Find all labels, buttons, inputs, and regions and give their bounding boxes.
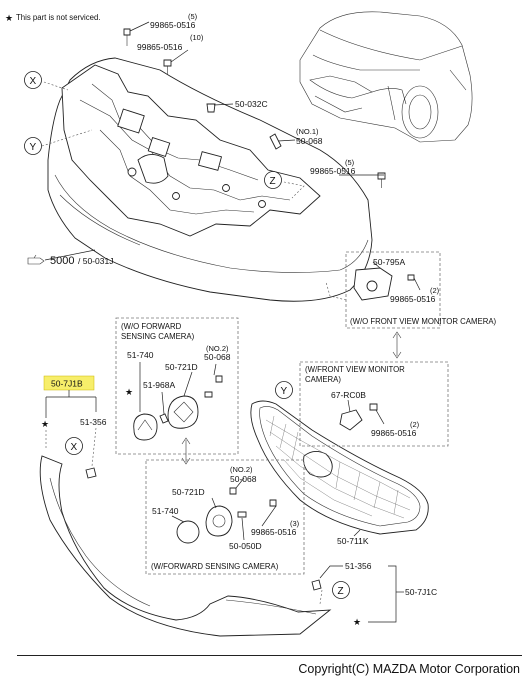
footer: Copyright(C) MAZDA Motor Corporation [0,650,528,692]
box-title-w-front-view-l1: (W/FRONT VIEW MONITOR [305,365,405,374]
callout-z-letter: Z [338,586,344,597]
label-50-068-qty-no2: (NO.2) [230,465,253,474]
note-star: ★ [5,13,13,23]
label-50-7j1b-highlight: 50-7J1B [43,375,95,391]
label-50-7j1c: 50-7J1C [405,587,437,597]
box-wo-front-view-camera: 50-795A 99865-0516 (2) (W/O FRONT VIEW M… [325,251,497,329]
callout-x-upper: X [24,71,42,89]
callout-x-letter: X [30,76,37,87]
label-99865-0516: 99865-0516 [150,20,196,30]
label-50-050d: 50-050D [229,541,262,551]
box-wo-forward-sensing-camera: (W/O FORWARD SENSING CAMERA) ★ 51-740 50… [115,317,239,455]
label-50-068: 50-068 [204,352,231,362]
box-w-front-view-camera: (W/FRONT VIEW MONITOR CAMERA) 67-RC0B 99… [299,361,449,447]
front-grille [250,400,429,535]
callout-y-letter: Y [30,142,37,153]
label-50-795a: 50-795A [373,257,405,267]
label-5000: 5000 [50,255,74,267]
double-arrow-icon [392,331,402,359]
label-50-032c: 50-032C [235,99,268,109]
label-51-968a: 51-968A [143,380,175,390]
label-51-740: 51-740 [152,506,179,516]
vehicle-thumbnail [299,11,473,143]
box-title-wo-forward-l2: SENSING CAMERA) [121,332,195,341]
label-99865-0516: 99865-0516 [137,42,183,52]
box-title-w-forward-sensing: (W/FORWARD SENSING CAMERA) [151,562,279,571]
not-serviced-note: ★ This part is not serviced. [5,13,101,23]
fastener-screw-icon [123,28,386,188]
label-67-rc0b: 67-RC0B [331,390,366,400]
lower-garnish-strip [39,455,332,637]
label-51-356: 51-356 [80,417,107,427]
callout-y-upper: Y [24,137,42,155]
label-99865-0516-qty-2: (2) [430,286,440,295]
callout-x-letter: X [71,442,78,453]
label-51-356: 51-356 [345,561,372,571]
label-50-068-qty-no1: (NO.1) [296,127,319,136]
label-50-721d: 50-721D [165,362,198,372]
callout-y-lower: Y [275,381,293,399]
callout-z-upper: Z [264,171,282,189]
label-50-068-qty-no2: (NO.2) [206,344,229,353]
box-title-w-front-view-l2: CAMERA) [305,375,341,384]
label-50-721d: 50-721D [172,487,205,497]
bumper-frame-assembly [47,57,373,302]
label-99865-0516-qty-3: (3) [290,519,300,528]
label-99865-0516: 99865-0516 [371,428,417,438]
pointing-hand-icon [27,254,45,265]
label-50-031j: / 50-031J [78,256,113,266]
label-50-7j1b: 50-7J1B [51,379,83,389]
callout-z-letter: Z [270,176,276,187]
box-title-wo-forward-l1: (W/O FORWARD [121,322,182,331]
footer-divider [17,655,522,656]
not-serviced-star-icon: ★ [41,419,49,429]
not-serviced-star-icon: ★ [125,387,133,397]
box-w-forward-sensing-camera: (W/FORWARD SENSING CAMERA) (NO.2) 50-068… [145,459,305,575]
label-99865-0516-qty-10: (10) [190,33,204,42]
label-99865-0516: 99865-0516 [251,527,297,537]
label-99865-0516: 99865-0516 [310,166,356,176]
lower-right-callouts: 51-356 50-7J1C ★ [319,561,437,627]
grille-mesh [265,415,411,519]
copyright-text: Copyright(C) MAZDA Motor Corporation [298,662,520,676]
leader-lines-upper [41,21,384,261]
label-99865-0516-qty-5: (5) [345,158,355,167]
label-51-740: 51-740 [127,350,154,360]
box-title-wo-front-view: (W/O FRONT VIEW MONITOR CAMERA) [350,317,497,326]
label-99865-0516: 99865-0516 [390,294,436,304]
label-99865-0516-qty-2: (2) [410,420,420,429]
note-text: This part is not serviced. [16,13,101,22]
label-50-068: 50-068 [296,136,323,146]
not-serviced-star-icon: ★ [353,617,361,627]
label-50-711k: 50-711K [337,536,369,546]
callout-y-letter: Y [281,386,288,397]
label-50-068: 50-068 [230,474,257,484]
callout-x-lower: X [65,437,83,455]
label-99865-0516-qty-5: (5) [188,12,198,21]
callout-z-lower: Z [332,581,350,599]
